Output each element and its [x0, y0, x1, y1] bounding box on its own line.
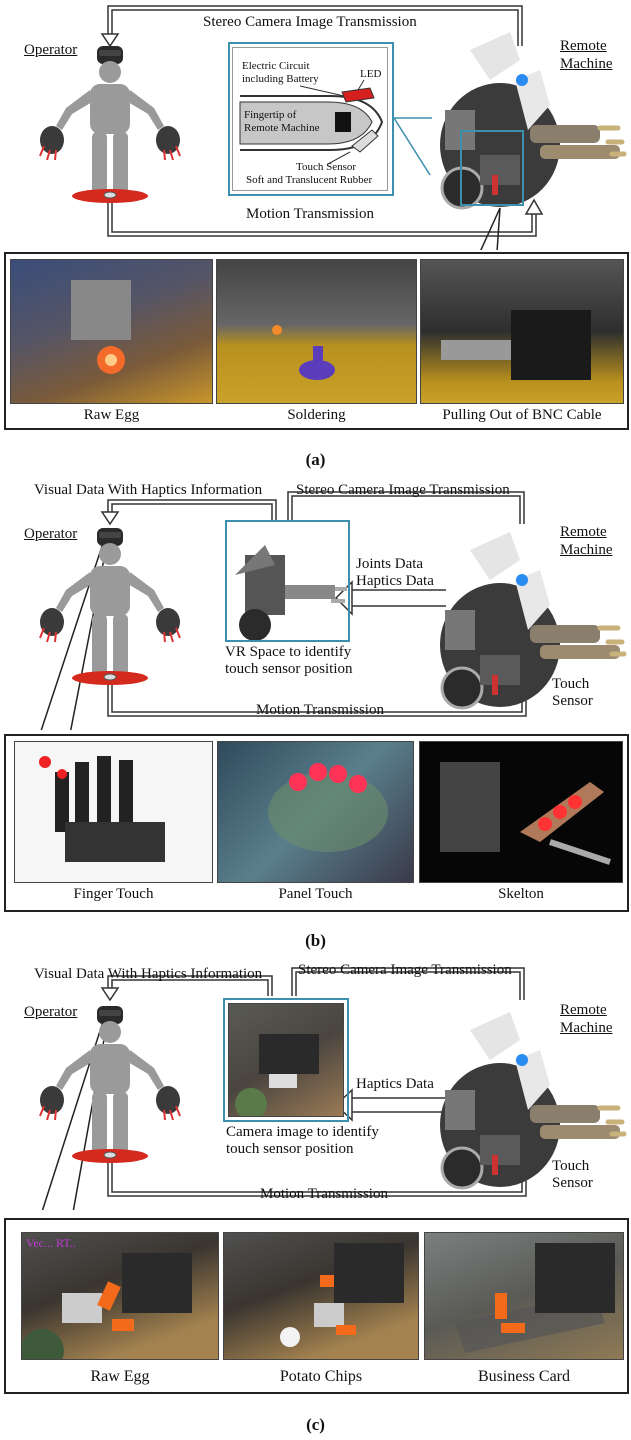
haptics-data-label: Haptics Data: [356, 1076, 434, 1092]
inset-circuit-2: including Battery: [242, 73, 319, 85]
fingertip-diagram: [239, 79, 384, 165]
bottom-arrow-label: Motion Transmission: [260, 1186, 388, 1202]
caption-panel-touch: Panel Touch: [278, 886, 353, 902]
joints-data-label: Joints Data: [356, 556, 424, 572]
touch-sensor-inset: [228, 42, 394, 196]
photo-business-card: [424, 1232, 624, 1360]
touch-sensor-label-1: Touch: [552, 1158, 590, 1174]
caption-potato-chips: Potato Chips: [279, 1368, 363, 1385]
inset-led: LED: [360, 68, 382, 80]
panel-c: Visual Data With Haptics Information Ste…: [0, 960, 631, 1440]
vr-space-label-2: touch sensor position: [225, 661, 353, 677]
camera-image-label-2: touch sensor position: [226, 1141, 354, 1157]
caption-business-card: Business Card: [478, 1368, 570, 1385]
vr-space-label-1: VR Space to identify: [225, 644, 352, 660]
remote-machine-label-1: Remote: [560, 1002, 607, 1018]
bottom-arrow-label: Motion Transmission: [246, 206, 374, 222]
panel-b: Visual Data With Haptics Information Ste…: [0, 480, 631, 960]
caption-bnc-cable: Pulling Out of BNC Cable: [442, 407, 602, 423]
photo-skelton: [419, 741, 623, 883]
panel-b-photo-frame: Finger Touch Panel Touch Skelton: [4, 734, 629, 912]
visual-data-label: Visual Data With Haptics Information: [34, 966, 263, 982]
caption-raw-egg: Raw Egg: [83, 407, 140, 423]
camera-image-label-1: Camera image to identify: [226, 1124, 379, 1140]
panel-c-label: (c): [306, 1415, 325, 1434]
photo-soldering: [216, 259, 417, 404]
caption-skelton: Skelton: [498, 886, 544, 902]
inset-rubber: Soft and Translucent Rubber: [246, 174, 373, 186]
vr-space-box: [225, 520, 350, 642]
remote-machine-label-2: Machine: [560, 56, 613, 72]
top-arrow-label: Stereo Camera Image Transmission: [298, 962, 512, 978]
photo-bnc-cable: [420, 259, 624, 404]
panel-c-photo-frame: Vec... RT.. Raw Egg Potato Chips Busines…: [4, 1218, 629, 1394]
touch-sensor-inset-inner: [232, 47, 388, 191]
operator-label: Operator: [24, 42, 78, 58]
robot-hand-highlight: [460, 130, 524, 206]
caption-raw-egg-c: Raw Egg: [90, 1368, 150, 1385]
touch-sensor-label-2: Sensor: [552, 1175, 593, 1191]
photo-finger-touch: [14, 741, 213, 883]
bottom-arrow-label: Motion Transmission: [256, 702, 384, 718]
panel-c-arrows: [39, 967, 631, 1210]
inset-touch-sensor: Touch Sensor: [296, 161, 357, 173]
photo-raw-egg: [10, 259, 213, 404]
remote-machine-label-1: Remote: [560, 524, 607, 540]
camera-image: [228, 1003, 344, 1117]
photo-panel-touch: [217, 741, 414, 883]
inset-circuit-1: Electric Circuit: [242, 60, 310, 72]
photo-potato-chips: [223, 1232, 419, 1360]
panel-b-label: (b): [305, 931, 326, 950]
operator-label: Operator: [24, 526, 78, 542]
camera-image-box: [223, 998, 349, 1122]
panel-a-label: (a): [305, 450, 326, 469]
touch-sensor-label-1: Touch: [552, 676, 590, 692]
remote-machine-label-1: Remote: [560, 38, 607, 54]
caption-soldering: Soldering: [287, 407, 346, 423]
top-arrow-label: Stereo Camera Image Transmission: [296, 482, 510, 498]
caption-finger-touch: Finger Touch: [73, 886, 154, 902]
operator-label: Operator: [24, 1004, 78, 1020]
inset-fingertip-2: Remote Machine: [244, 122, 320, 134]
panel-a-photo-frame: Raw Egg Soldering Pulling Out of BNC Cab…: [4, 252, 629, 430]
panel-a: Stereo Camera Image Transmission Operato…: [0, 0, 631, 480]
remote-machine-label-2: Machine: [560, 1020, 613, 1036]
remote-machine-label-2: Machine: [560, 542, 613, 558]
panel-b-arrows: [39, 491, 631, 730]
photo-raw-egg-c: Vec... RT..: [21, 1232, 219, 1360]
touch-sensor-label-2: Sensor: [552, 693, 593, 709]
visual-data-label: Visual Data With Haptics Information: [34, 482, 263, 498]
top-arrow-label: Stereo Camera Image Transmission: [203, 14, 417, 30]
panel-a-arrows: [39, 5, 631, 250]
inset-fingertip-1: Fingertip of: [244, 109, 297, 121]
overlay-text: Vec... RT..: [26, 1236, 76, 1250]
haptics-data-label: Haptics Data: [356, 573, 434, 589]
